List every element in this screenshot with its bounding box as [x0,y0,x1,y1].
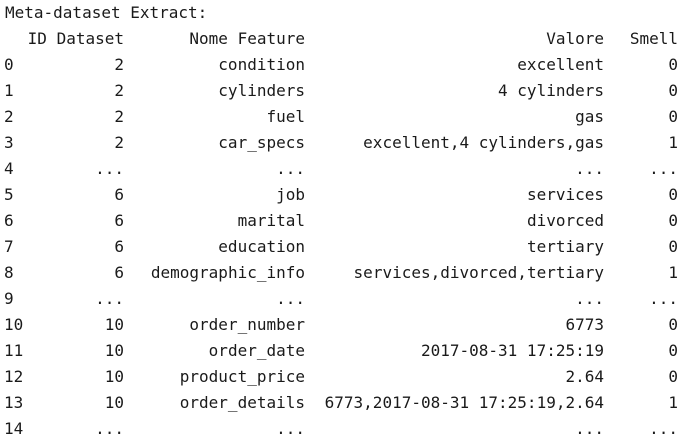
cell-valore: 2017-08-31 17:25:19 [420,341,604,360]
cell-valore: gas [575,107,604,126]
table-row: 11 10 order_date 2017-08-31 17:25:19 0 [0,341,688,367]
cell-id-dataset: 10 [104,393,124,412]
cell-id-dataset: 2 [114,55,124,74]
cell-nome-feature: ... [276,419,305,438]
column-header-smell: Smell [629,29,678,48]
cell-nome-feature: cylinders [218,81,305,100]
row-index: 14 [4,419,24,438]
cell-smell: 0 [668,185,678,204]
cell-smell: 0 [668,315,678,334]
cell-valore: excellent [517,55,604,74]
cell-id-dataset: 10 [104,341,124,360]
cell-id-dataset: ... [95,159,124,178]
cell-valore: 4 cylinders [498,81,604,100]
cell-id-dataset: 6 [114,211,124,230]
table-row: 8 6 demographic_info services,divorced,tert… [0,263,688,289]
cell-smell: 0 [668,341,678,360]
cell-valore: 2.64 [565,367,604,386]
cell-id-dataset: 10 [104,367,124,386]
cell-nome-feature: order_details [179,393,305,412]
cell-nome-feature: job [276,185,305,204]
table-row: 9............ [0,289,688,315]
cell-smell: ... [649,289,678,308]
cell-nome-feature: demographic_info [150,263,305,282]
cell-smell: ... [649,159,678,178]
row-index: 12 [4,367,24,386]
cell-valore: 6773,2017-08-31 17:25:19,2.64 [324,393,604,412]
cell-smell: 0 [668,237,678,256]
cell-smell: 1 [668,133,678,152]
cell-smell: 1 [668,263,678,282]
cell-id-dataset: 10 [104,315,124,334]
cell-valore: 6773 [565,315,604,334]
table-row: 13 10 order_details 6773,2017-08-31 17:25:1… [0,393,688,419]
cell-smell: 0 [668,55,678,74]
table-row: 10 10 order_number 6773 0 [0,315,688,341]
table-header: ID Dataset Nome Feature Valore Smell [0,29,688,55]
cell-valore: services,divorced,tertiary [353,263,604,282]
row-index: 10 [4,315,24,334]
row-index: 9 [4,289,14,308]
row-index: 3 [4,133,14,152]
row-index: 6 [4,211,14,230]
cell-valore: tertiary [526,237,604,256]
cell-smell: 1 [668,393,678,412]
cell-id-dataset: 2 [114,133,124,152]
cell-valore: ... [575,419,604,438]
table-row: 0 2 condition excellent 0 [0,55,688,81]
row-index: 4 [4,159,14,178]
cell-valore: excellent,4 cylinders,gas [363,133,604,152]
cell-id-dataset: 6 [114,185,124,204]
cell-id-dataset: 6 [114,237,124,256]
cell-id-dataset: 2 [114,81,124,100]
table-row: 5 6 job services 0 [0,185,688,211]
cell-nome-feature: fuel [266,107,305,126]
cell-nome-feature: education [218,237,305,256]
cell-nome-feature: order_date [208,341,305,360]
cell-valore: services [526,185,604,204]
cell-smell: ... [649,419,678,438]
cell-id-dataset: ... [95,289,124,308]
cell-nome-feature: product_price [179,367,305,386]
cell-smell: 0 [668,81,678,100]
row-index: 0 [4,55,14,74]
row-index: 1 [4,81,14,100]
cell-nome-feature: ... [276,289,305,308]
column-header-id-dataset: ID Dataset [27,29,124,48]
row-index: 13 [4,393,24,412]
row-index: 5 [4,185,14,204]
cell-nome-feature: condition [218,55,305,74]
column-header-nome-feature: Nome Feature [189,29,305,48]
cell-nome-feature: ... [276,159,305,178]
row-index: 8 [4,263,14,282]
cell-nome-feature: marital [237,211,305,230]
table-row: 2 2 fuel gas 0 [0,107,688,133]
table-row: 6 6 marital divorced 0 [0,211,688,237]
table-row: 7 6 education tertiary 0 [0,237,688,263]
cell-id-dataset: 2 [114,107,124,126]
table-row: 12 10 product_price 2.64 0 [0,367,688,393]
cell-id-dataset: 6 [114,263,124,282]
table-row: 3 2 car_specs excellent,4 cylinders,gas 1 [0,133,688,159]
table-row: 14............ [0,419,688,445]
cell-valore: ... [575,289,604,308]
cell-smell: 0 [668,367,678,386]
cell-nome-feature: car_specs [218,133,305,152]
cell-id-dataset: ... [95,419,124,438]
cell-valore: ... [575,159,604,178]
column-header-valore: Valore [546,29,604,48]
row-index: 11 [4,341,24,360]
table-row: 4............ [0,159,688,185]
output-title: Meta-dataset Extract: [5,3,208,22]
row-index: 2 [4,107,14,126]
row-index: 7 [4,237,14,256]
cell-smell: 0 [668,211,678,230]
table-row: 1 2 cylinders 4 cylinders 0 [0,81,688,107]
cell-valore: divorced [526,211,604,230]
cell-smell: 0 [668,107,678,126]
cell-nome-feature: order_number [189,315,305,334]
